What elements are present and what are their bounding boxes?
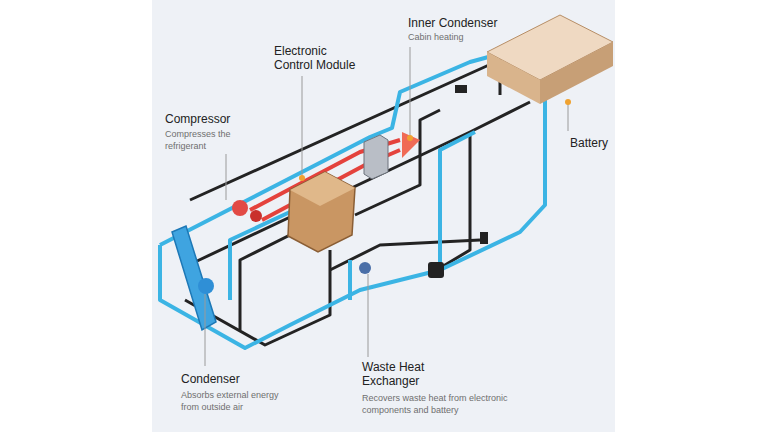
- condenser-part: [172, 226, 216, 330]
- valve-part: [480, 232, 488, 244]
- callout-heading: Waste Heat Exchanger: [362, 360, 444, 388]
- leader-line: [568, 104, 569, 131]
- callout-description: Recovers waste heat from electronic comp…: [362, 392, 532, 416]
- refrigerant-line: [440, 132, 475, 270]
- control-module-part: [288, 172, 355, 252]
- callout-description: Cabin heating: [408, 31, 558, 43]
- callout-heading: Inner Condenser: [408, 16, 558, 30]
- leader-dot: [407, 135, 413, 141]
- coolant-line: [240, 230, 300, 330]
- coolant-line: [355, 110, 440, 215]
- callout-heading: Electronic Control Module: [274, 44, 366, 72]
- leader-line: [410, 47, 411, 136]
- leader-line: [205, 294, 206, 366]
- compressor-part: [250, 210, 262, 222]
- refrigerant-line: [348, 260, 352, 300]
- refrigerant-line: [230, 212, 290, 300]
- coolant-line: [440, 132, 470, 268]
- leader-dot: [299, 175, 305, 181]
- callout-heading: Compressor: [165, 112, 275, 126]
- callout-heading: Battery: [570, 136, 630, 150]
- leader-line: [226, 154, 227, 200]
- callout-description: Absorbs external energy from outside air: [181, 389, 299, 413]
- fan-part: [198, 278, 214, 294]
- refrigerant-line: [160, 100, 545, 348]
- coolant-line: [330, 240, 480, 270]
- leader-line: [302, 76, 303, 176]
- valve-part: [359, 262, 371, 274]
- leader-dot: [565, 99, 571, 105]
- heat-arrow: [402, 132, 420, 158]
- coolant-line: [190, 60, 500, 200]
- leader-line: [368, 274, 369, 357]
- compressor-part: [232, 200, 248, 216]
- heat-exchanger-part: [428, 262, 444, 278]
- coolant-line: [195, 102, 530, 262]
- battery-part: [487, 52, 540, 104]
- callout-description: Compresses the refrigerant: [165, 128, 237, 152]
- control-module-part: [290, 172, 355, 206]
- valve-part: [455, 85, 467, 93]
- battery-part: [540, 42, 613, 104]
- callout-heading: Condenser: [181, 372, 311, 386]
- inner-condenser-part: [364, 135, 388, 179]
